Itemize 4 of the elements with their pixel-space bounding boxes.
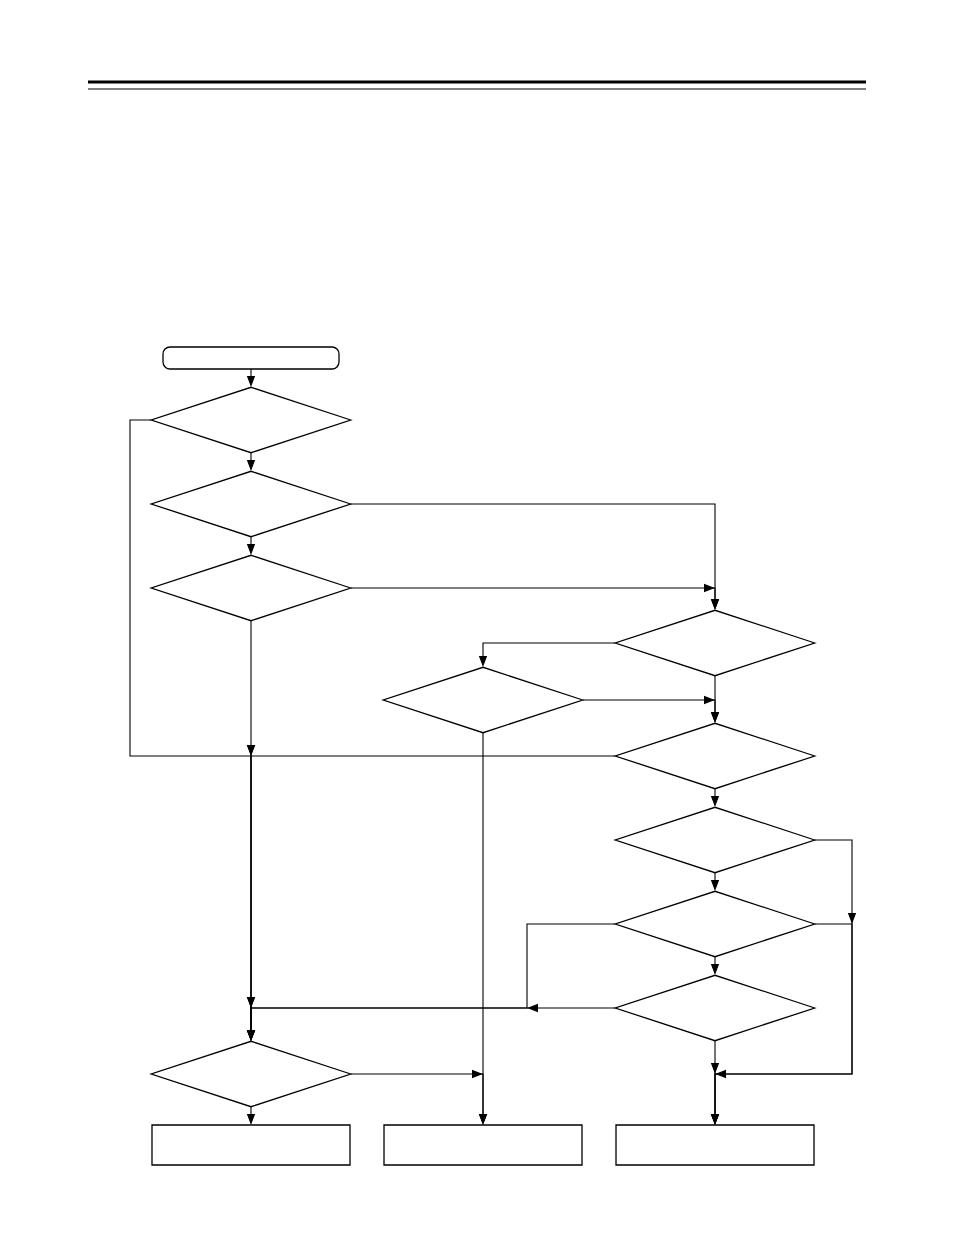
process-box: [383, 1124, 583, 1166]
process-box: [151, 1124, 351, 1166]
process-box: [615, 1124, 815, 1166]
terminal-box: [162, 346, 340, 370]
